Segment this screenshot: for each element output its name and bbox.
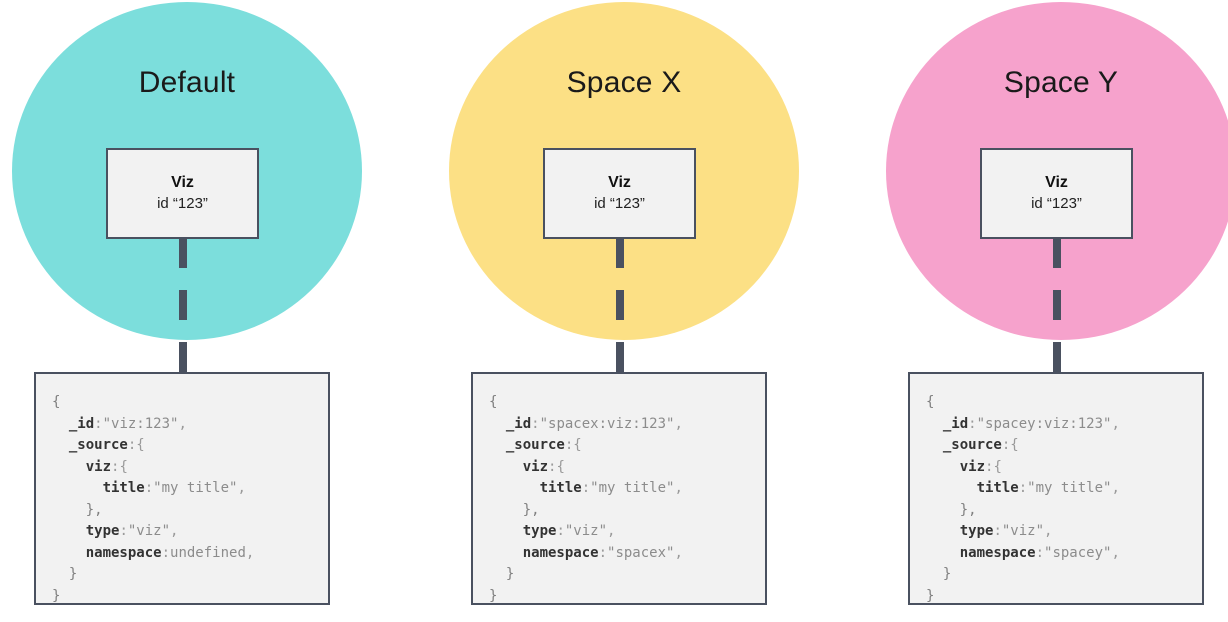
space-title-spacex: Space X bbox=[566, 66, 682, 99]
document-json-code: { _id:"spacex:viz:123", _source:{ viz:{ … bbox=[489, 394, 683, 604]
document-json-box-spacey: { _id:"spacey:viz:123", _source:{ viz:{ … bbox=[908, 372, 1204, 605]
saved-object-id-label: id “123” bbox=[594, 195, 645, 212]
space-column-spacey: Space Y Viz id “123” { _id:"spacey:viz:1… bbox=[874, 0, 1228, 622]
document-json-code: { _id:"viz:123", _source:{ viz:{ title:"… bbox=[52, 394, 255, 604]
saved-object-type-label: Viz bbox=[608, 174, 631, 191]
space-column-spacex: Space X Viz id “123” { _id:"spacex:viz:1… bbox=[437, 0, 817, 622]
space-title-spacey: Space Y bbox=[1003, 66, 1119, 99]
space-column-default: Default Viz id “123” { _id:"viz:123", _s… bbox=[0, 0, 380, 622]
saved-object-type-label: Viz bbox=[1045, 174, 1068, 191]
saved-object-id-label: id “123” bbox=[1031, 195, 1082, 212]
dashed-connector-icon bbox=[1053, 238, 1061, 374]
saved-object-id-label: id “123” bbox=[157, 195, 208, 212]
document-json-code: { _id:"spacey:viz:123", _source:{ viz:{ … bbox=[926, 394, 1120, 604]
document-json-box-spacex: { _id:"spacex:viz:123", _source:{ viz:{ … bbox=[471, 372, 767, 605]
saved-object-box-spacey: Viz id “123” bbox=[980, 148, 1133, 239]
dashed-connector-icon bbox=[616, 238, 624, 374]
dashed-connector-icon bbox=[179, 238, 187, 374]
saved-object-box-default: Viz id “123” bbox=[106, 148, 259, 239]
saved-object-type-label: Viz bbox=[171, 174, 194, 191]
saved-object-box-spacex: Viz id “123” bbox=[543, 148, 696, 239]
document-json-box-default: { _id:"viz:123", _source:{ viz:{ title:"… bbox=[34, 372, 330, 605]
space-title-default: Default bbox=[138, 66, 236, 99]
